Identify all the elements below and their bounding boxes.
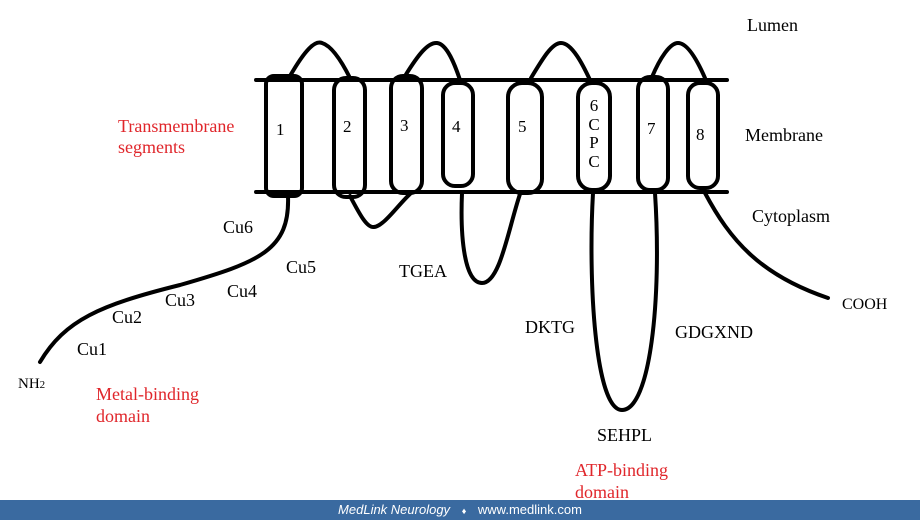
cooh-label: COOH [842, 297, 887, 313]
segment-5-label: 5 [518, 118, 527, 137]
transmembrane-line: Transmembrane [118, 116, 234, 137]
sehpl-label: SEHPL [597, 426, 652, 444]
segment-6-line: P [587, 134, 601, 153]
atp-binding-label: ATP-binding domain [575, 459, 668, 503]
cu3-label: Cu3 [165, 291, 195, 309]
cyto-loop-2-3 [350, 194, 410, 227]
cytoplasm-label: Cytoplasm [752, 207, 830, 225]
segment-8-label: 8 [696, 126, 705, 145]
atp-binding-line: ATP-binding [575, 459, 668, 481]
dktg-label: DKTG [525, 318, 575, 336]
segment-5 [508, 83, 542, 193]
footer-url[interactable]: www.medlink.com [478, 502, 582, 517]
nh2-subscript: 2 [40, 379, 46, 391]
footer-brand: MedLink Neurology [338, 502, 450, 517]
segment-3-label: 3 [400, 117, 409, 136]
metal-binding-label: Metal-binding domain [96, 383, 199, 427]
tgea-label: TGEA [399, 262, 447, 280]
cu4-label: Cu4 [227, 282, 257, 300]
lumen-loop-7-8 [652, 43, 705, 78]
footer-separator: ♦ [462, 506, 467, 516]
gdgxnd-label: GDGXND [675, 323, 753, 341]
membrane-label: Membrane [745, 126, 823, 144]
cu2-label: Cu2 [112, 308, 142, 326]
lumen-label: Lumen [747, 16, 798, 34]
segment-2 [334, 78, 365, 197]
lumen-loop-5-6 [531, 43, 590, 80]
transmembrane-line: segments [118, 137, 234, 158]
cyto-loop-6-7 [592, 193, 657, 410]
segment-2-label: 2 [343, 118, 352, 137]
segment-1-label: 1 [276, 121, 285, 140]
segment-6-line: C [587, 153, 601, 172]
footer-bar: MedLink Neurology ♦ www.medlink.com [0, 500, 920, 520]
metal-binding-line: domain [96, 405, 199, 427]
segment-7-label: 7 [647, 120, 656, 139]
metal-binding-line: Metal-binding [96, 383, 199, 405]
segment-6-line: C [587, 116, 601, 135]
nh2-label: NH2 [18, 377, 45, 392]
segment-6-label: 6 C P C [587, 97, 601, 172]
segment-4-label: 4 [452, 118, 461, 137]
cu5-label: Cu5 [286, 258, 316, 276]
cu1-label: Cu1 [77, 340, 107, 358]
cyto-loop-4-5 [462, 193, 520, 283]
segment-6-line: 6 [587, 97, 601, 116]
transmembrane-label: Transmembrane segments [118, 116, 234, 158]
nh2-text: NH [18, 376, 40, 392]
lumen-loop-1-2 [290, 42, 350, 78]
cu6-label: Cu6 [223, 218, 253, 236]
